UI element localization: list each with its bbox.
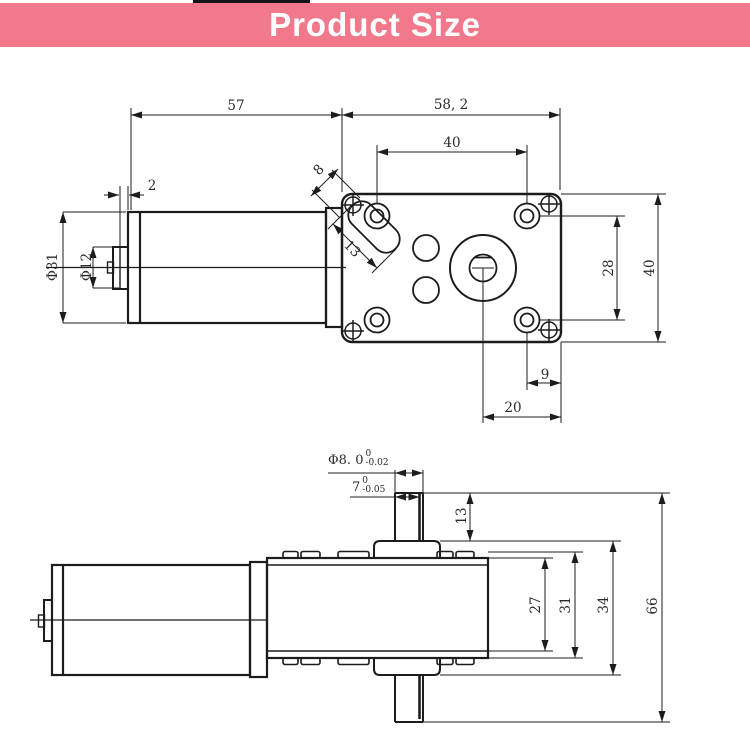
- dim-shaft-length: 13: [454, 507, 470, 525]
- dim-gearbox-body-height: 27: [528, 596, 544, 614]
- top-strip: [193, 0, 310, 3]
- dim-rear-boss-diameter: Φ12: [79, 252, 95, 282]
- bottom-view-group: [30, 469, 670, 723]
- dim-shaft-flat-tolerance: 0 -0.05: [362, 476, 386, 495]
- dim-hole-spacing-horizontal: 40: [443, 135, 461, 151]
- dim-motor-length: 57: [227, 98, 245, 114]
- dim-shaft-flat: 7 0 -0.05: [352, 476, 386, 496]
- dim-shaft-diameter-main: Φ8. 0: [328, 453, 364, 468]
- dim-hub-to-hub-height: 34: [596, 596, 612, 614]
- dim-rear-boss-offset: 2: [147, 178, 157, 194]
- top-view-group: [46, 108, 666, 423]
- dim-hole-spacing-vertical: 28: [601, 259, 617, 277]
- banner: Product Size: [0, 3, 750, 47]
- dim-hole-to-edge: 9: [540, 367, 550, 383]
- dim-shaft-diameter: Φ8. 0 0 -0.02: [328, 449, 389, 469]
- dim-shaft-diameter-tolerance: 0 -0.02: [365, 449, 389, 468]
- dim-shaft-flat-main: 7: [352, 480, 361, 495]
- dim-gearbox-width: 58, 2: [433, 97, 469, 113]
- dim-shaft-to-edge: 20: [504, 400, 522, 416]
- dim-gearbox-plate-height: 31: [558, 596, 574, 614]
- page-title: Product Size: [269, 6, 481, 43]
- dim-plate-height: 40: [642, 259, 658, 277]
- dim-motor-diameter: Φ31: [45, 252, 61, 282]
- dim-total-height: 66: [645, 597, 661, 615]
